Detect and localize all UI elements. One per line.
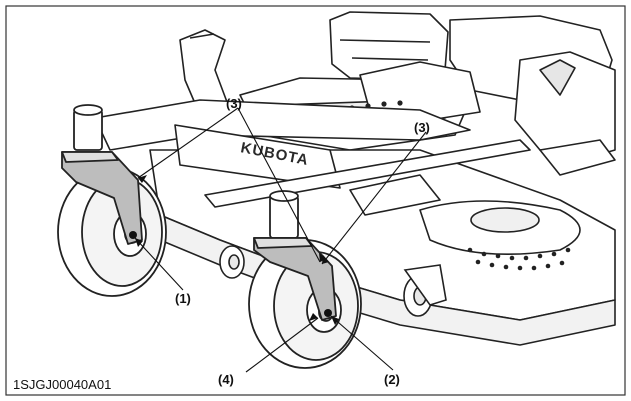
left-axle-bolt — [129, 231, 137, 239]
figure-frame — [5, 5, 626, 396]
left-caster-fork — [61, 104, 143, 245]
anti-scalp-roller — [219, 245, 245, 279]
right-axle-bolt — [324, 309, 332, 317]
callout-1: (1) — [175, 291, 191, 306]
leader-lines — [134, 107, 427, 373]
right-caster-fork — [253, 190, 337, 321]
callout-3-left: (3) — [226, 96, 242, 111]
callout-3-right: (3) — [414, 120, 430, 135]
gauge-wheel — [403, 264, 447, 317]
callout-2: (2) — [384, 372, 400, 387]
callout-4: (4) — [218, 372, 234, 387]
deck-vent-holes — [467, 247, 571, 271]
leader-arrowheads — [135, 175, 339, 325]
figure-id-label: 1SJGJ00040A01 — [13, 377, 111, 392]
mower-deck — [94, 99, 616, 346]
